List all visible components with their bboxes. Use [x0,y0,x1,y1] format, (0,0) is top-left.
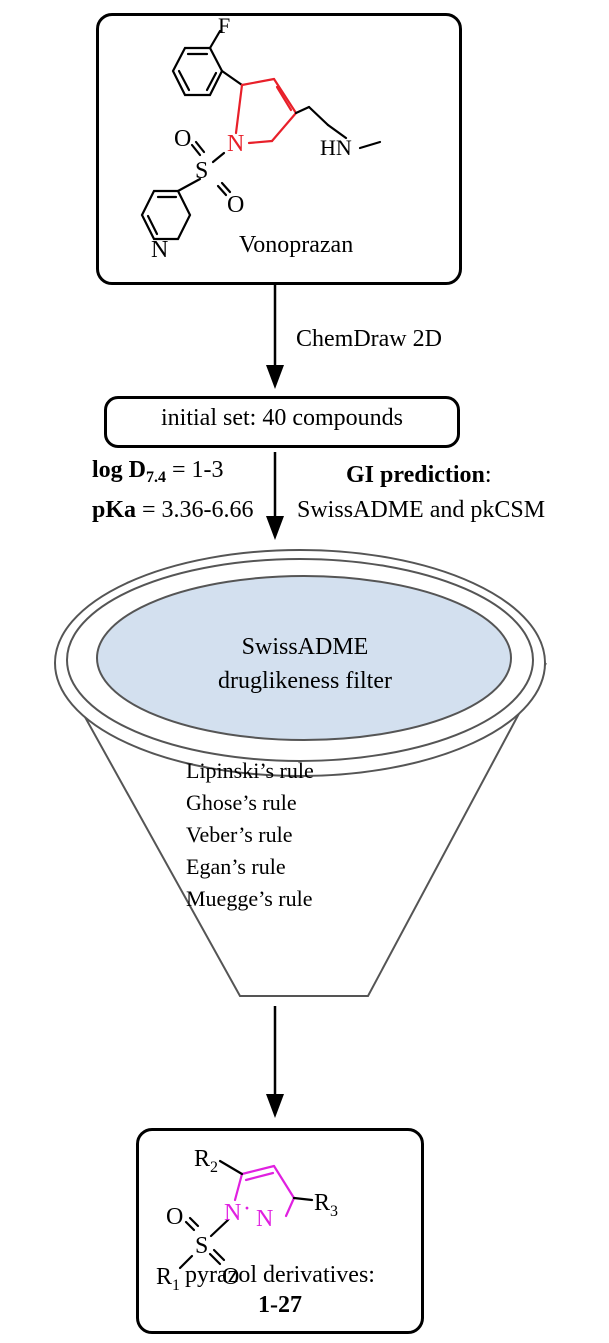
vonoprazan-structure: F N HN O S O N [140,13,382,263]
pyrazol-caption: pyrazol derivatives: [185,1262,375,1288]
atom-F: F [218,13,230,38]
pka-param: pKa = 3.36-6.66 [92,497,254,523]
atom-S: S [195,158,208,184]
R3-label: R3 [314,1190,338,1220]
atom-S: S [195,1233,208,1259]
rule-item: Egan’s rule [186,854,286,879]
gi-prediction-title: GI prediction: [346,462,492,488]
atom-N-pyrrole: N [227,131,244,157]
arrow-3 [266,1006,284,1118]
atom-O1: O [174,126,191,152]
initial-set-box [104,396,460,448]
logd-param: log D7.4 = 1-3 [92,457,224,486]
filter-title-line1: SwissADME [241,634,369,660]
atom-O2: O [222,1264,239,1290]
step1-label: ChemDraw 2D [296,326,442,352]
pyrazol-structure: R2 R3 R1 N · N O S O [156,1146,338,1294]
rule-item: Lipinski’s rule [186,758,314,783]
atom-dot: · [243,1196,251,1222]
druglikeness-funnel [54,549,547,997]
compound-name: Vonoprazan [239,232,354,258]
filter-title-line2: druglikeness filter [218,668,392,694]
R2-label: R2 [194,1146,218,1176]
atom-O1: O [166,1204,183,1230]
rule-item: Veber’s rule [186,822,293,847]
rule-item: Ghose’s rule [186,790,297,815]
arrow-1 [266,285,284,389]
rule-item: Muegge’s rule [186,886,313,911]
filter-ellipse [96,575,512,741]
atom-N-pyridine: N [151,237,168,263]
atom-N1: N [224,1200,241,1226]
atom-O2: O [227,192,244,218]
arrow-2 [266,452,284,540]
compound-range: 1-27 [258,1292,302,1318]
gi-prediction-tools: SwissADME and pkCSM [297,497,546,523]
initial-set-label: initial set: 40 compounds [161,405,403,431]
atom-N2: N [256,1206,273,1232]
R1-label: R1 [156,1264,180,1294]
pyrazol-box [136,1128,424,1334]
atom-HN: HN [320,135,352,160]
